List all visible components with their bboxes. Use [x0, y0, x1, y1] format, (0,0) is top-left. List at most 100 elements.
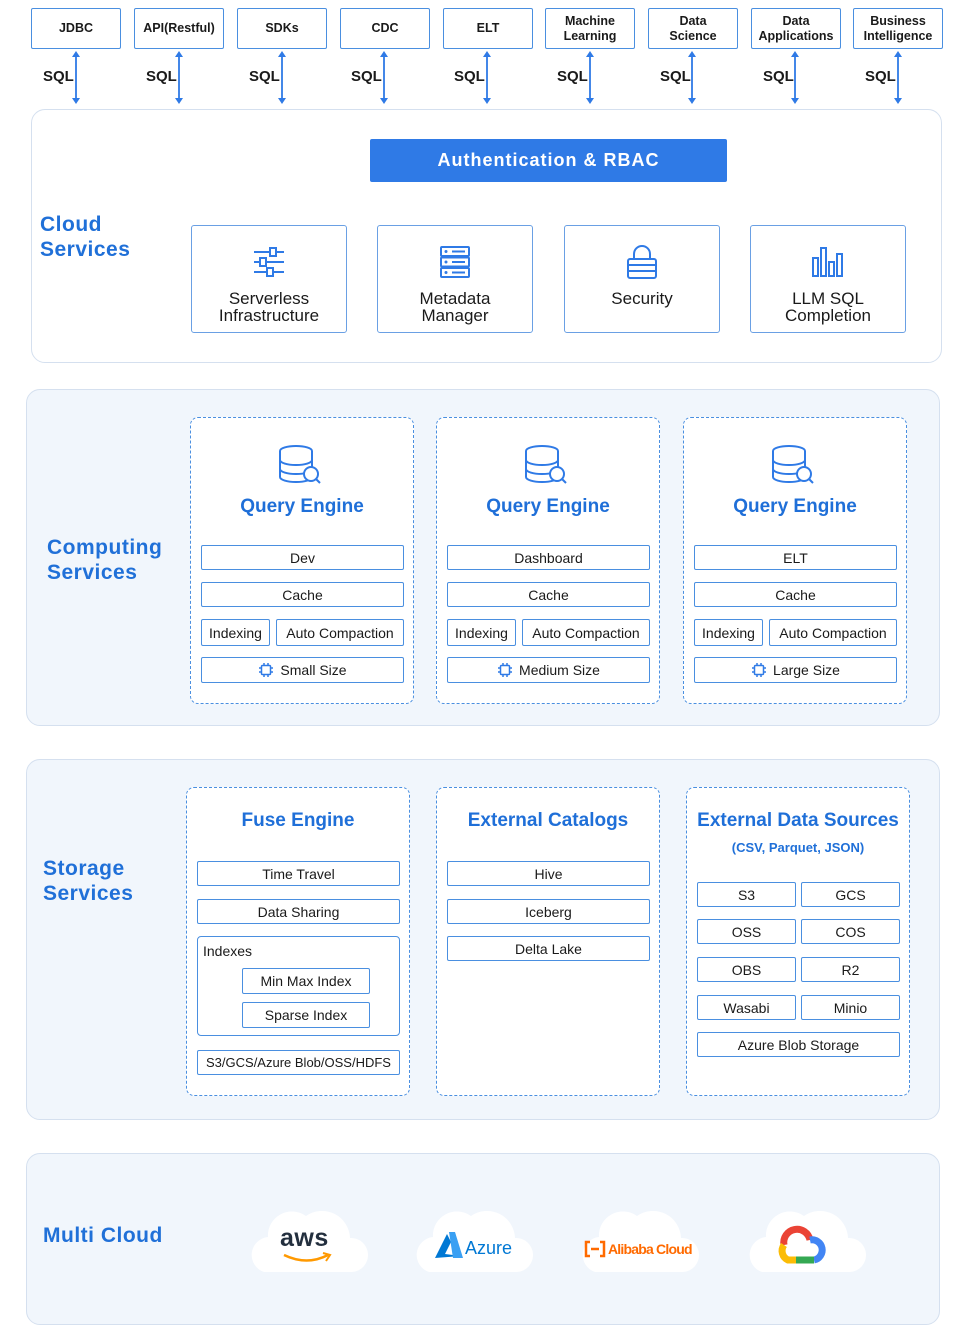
- alibaba-cloud-logo-icon: Alibaba Cloud: [577, 1196, 701, 1274]
- bidirectional-arrow-icon: [483, 51, 491, 104]
- bidirectional-arrow-icon: [688, 51, 696, 104]
- client-machine-learning: Machine Learning: [545, 8, 635, 49]
- client-data-applications: Data Applications: [751, 8, 841, 49]
- cpu-chip-icon: [259, 663, 274, 677]
- query-engine-card-large: Query Engine ELT Cache Indexing Auto Com…: [683, 417, 907, 704]
- sliders-icon: [253, 240, 285, 284]
- sql-label: SQL: [249, 68, 280, 85]
- client-business-intelligence: Business Intelligence: [853, 8, 943, 49]
- bidirectional-arrow-icon: [278, 51, 286, 104]
- source-gcs-chip: GCS: [801, 882, 900, 907]
- source-wasabi-chip: Wasabi: [697, 995, 796, 1020]
- indexes-group: Indexes Min Max Index Sparse Index: [197, 936, 400, 1036]
- size-chip: Small Size: [201, 657, 404, 683]
- sql-label: SQL: [43, 68, 74, 85]
- lock-icon: [626, 240, 658, 284]
- sql-label: SQL: [557, 68, 588, 85]
- auto-compaction-chip: Auto Compaction: [769, 619, 897, 646]
- computing-services-title: Computing Services: [47, 536, 163, 584]
- service-serverless-infrastructure: Serverless Infrastructure: [191, 225, 347, 333]
- bidirectional-arrow-icon: [380, 51, 388, 104]
- catalog-iceberg-chip: Iceberg: [447, 899, 650, 924]
- external-catalogs-title: External Catalogs: [467, 810, 629, 831]
- source-azure-blob-chip: Azure Blob Storage: [697, 1032, 900, 1057]
- client-elt: ELT: [443, 8, 533, 49]
- size-label: Medium Size: [519, 662, 600, 678]
- aws-logo-icon: aws: [246, 1196, 370, 1274]
- client-sdks: SDKs: [237, 8, 327, 49]
- external-data-sources-subtitle: (CSV, Parquet, JSON): [731, 840, 865, 855]
- bidirectional-arrow-icon: [894, 51, 902, 104]
- service-label: Metadata Manager: [419, 289, 491, 325]
- cloud-services-title: Cloud Services: [40, 213, 131, 261]
- service-security: Security: [564, 225, 720, 333]
- source-s3-chip: S3: [697, 882, 796, 907]
- source-obs-chip: OBS: [697, 957, 796, 982]
- external-data-sources-card: External Data Sources (CSV, Parquet, JSO…: [686, 787, 910, 1096]
- source-r2-chip: R2: [801, 957, 900, 982]
- cache-chip: Cache: [447, 582, 650, 607]
- storage-services-title: Storage Services: [43, 857, 134, 905]
- sql-label: SQL: [865, 68, 896, 85]
- bidirectional-arrow-icon: [72, 51, 80, 104]
- database-search-icon: [525, 445, 567, 484]
- indexing-chip: Indexing: [447, 619, 516, 646]
- size-label: Large Size: [773, 662, 840, 678]
- service-label: Serverless Infrastructure: [218, 289, 320, 325]
- bidirectional-arrow-icon: [791, 51, 799, 104]
- sql-label: SQL: [763, 68, 794, 85]
- object-storage-chip: S3/GCS/Azure Blob/OSS/HDFS: [197, 1050, 400, 1075]
- sql-label: SQL: [454, 68, 485, 85]
- indexes-label: Indexes: [203, 943, 253, 959]
- client-cdc: CDC: [340, 8, 430, 49]
- catalog-hive-chip: Hive: [447, 861, 650, 886]
- query-engine-card-small: Query Engine Dev Cache Indexing Auto Com…: [190, 417, 414, 704]
- workload-chip: Dev: [201, 545, 404, 570]
- fuse-engine-title: Fuse Engine: [241, 810, 355, 831]
- size-label: Small Size: [280, 662, 347, 678]
- bidirectional-arrow-icon: [175, 51, 183, 104]
- service-metadata-manager: Metadata Manager: [377, 225, 533, 333]
- multi-cloud-title: Multi Cloud: [43, 1224, 163, 1247]
- aws-logo-text: aws: [280, 1224, 329, 1252]
- min-max-index-chip: Min Max Index: [242, 968, 370, 994]
- workload-chip: Dashboard: [447, 545, 650, 570]
- catalog-delta-lake-chip: Delta Lake: [447, 936, 650, 961]
- size-chip: Medium Size: [447, 657, 650, 683]
- sql-label: SQL: [660, 68, 691, 85]
- auto-compaction-chip: Auto Compaction: [522, 619, 650, 646]
- cache-chip: Cache: [201, 582, 404, 607]
- alibaba-cloud-logo-text: Alibaba Cloud: [608, 1241, 693, 1257]
- workload-chip: ELT: [694, 545, 897, 570]
- source-minio-chip: Minio: [801, 995, 900, 1020]
- cache-chip: Cache: [694, 582, 897, 607]
- sql-label: SQL: [146, 68, 177, 85]
- source-cos-chip: COS: [801, 919, 900, 944]
- authentication-rbac-banner: Authentication & RBAC: [370, 139, 727, 182]
- database-search-icon: [772, 445, 814, 484]
- source-oss-chip: OSS: [697, 919, 796, 944]
- query-engine-card-medium: Query Engine Dashboard Cache Indexing Au…: [436, 417, 660, 704]
- server-stack-icon: [440, 240, 470, 284]
- indexing-chip: Indexing: [201, 619, 270, 646]
- query-engine-title: Query Engine: [486, 496, 610, 517]
- data-sharing-chip: Data Sharing: [197, 899, 400, 924]
- external-catalogs-card: External Catalogs Hive Iceberg Delta Lak…: [436, 787, 660, 1096]
- service-llm-sql-completion: LLM SQL Completion: [750, 225, 906, 333]
- database-search-icon: [279, 445, 321, 484]
- query-engine-title: Query Engine: [240, 496, 364, 517]
- external-data-sources-title: External Data Sources: [697, 810, 899, 831]
- cpu-chip-icon: [752, 663, 767, 677]
- sql-label: SQL: [351, 68, 382, 85]
- size-chip: Large Size: [694, 657, 897, 683]
- service-label: LLM SQL Completion: [785, 289, 871, 325]
- indexing-chip: Indexing: [694, 619, 763, 646]
- fuse-engine-card: Fuse Engine Time Travel Data Sharing Ind…: [186, 787, 410, 1096]
- service-label: Security: [611, 289, 673, 308]
- client-api-restful: API(Restful): [134, 8, 224, 49]
- sparse-index-chip: Sparse Index: [242, 1002, 370, 1028]
- auto-compaction-chip: Auto Compaction: [276, 619, 404, 646]
- azure-logo-text: Azure: [465, 1238, 513, 1258]
- azure-logo-icon: Azure: [411, 1196, 535, 1274]
- query-engine-title: Query Engine: [733, 496, 857, 517]
